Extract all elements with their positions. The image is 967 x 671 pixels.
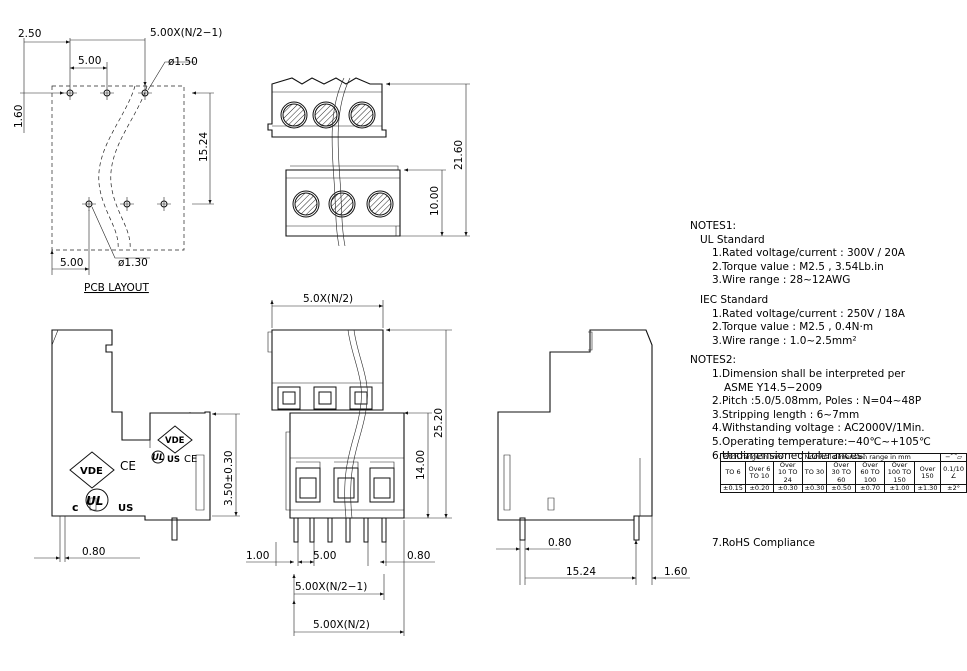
top-view-screw-row-2 — [292, 190, 394, 218]
right-view-dim-1-60: 1.60 — [664, 566, 687, 578]
notes2-item-3: 3.Stripping length : 6~7mm — [712, 408, 860, 421]
tol-nominal-value: ±0.50 — [826, 483, 857, 494]
tol-nominal-value: ±1.00 — [884, 483, 915, 494]
us-mark: US — [118, 503, 133, 514]
tol-symbol-header: −⌒▱ — [940, 452, 967, 463]
top-view-dim-21-60: 21.60 — [453, 140, 465, 170]
pcb-dim-5-00-bottom: 5.00 — [60, 257, 83, 269]
tol-flatness-value: 0.1/10 — [943, 464, 964, 473]
tol-pitch-range: Over 6 TO 10 — [744, 461, 774, 485]
front-view-dim-25-20: 25.20 — [433, 408, 445, 438]
tol-pitch-value: ±0.15 — [720, 483, 746, 494]
pcb-caption: PCB LAYOUT — [84, 282, 149, 294]
us-mark-small: US — [167, 455, 180, 465]
vde-mark-small: VDE — [157, 425, 193, 454]
pcb-dim-5-00-top: 5.00 — [78, 55, 101, 67]
top-view-dim-10-00: 10.00 — [429, 186, 441, 216]
top-view-screw-row-1 — [280, 101, 376, 129]
notes2-item-5: 5.Operating temperature:−40℃~+105℃ — [712, 435, 931, 448]
pcb-dim-pitch-n: 5.00X(N/2−1) — [150, 27, 222, 39]
right-view-dim-0-80: 0.80 — [548, 537, 571, 549]
tol-pitch-range: TO 6 — [720, 461, 746, 485]
ul-mark-small: UL — [151, 450, 165, 464]
ul-standard-title: UL Standard — [700, 233, 765, 246]
iec-note-2: 2.Torque value : M2.5 , 0.4N·m — [712, 321, 874, 334]
top-view: 21.60 10.00 — [267, 77, 470, 247]
tol-pitch-range: Over 10 TO 24 — [772, 461, 803, 485]
notes1-title: NOTES1: — [690, 220, 737, 232]
pcb-dim-1-60: 1.60 — [13, 105, 25, 128]
front-view-dim-14-00: 14.00 — [415, 450, 427, 480]
tol-nominal-range: Over 100 TO 150 — [884, 461, 915, 485]
pcb-dim-15-24: 15.24 — [198, 132, 210, 162]
notes-panel: NOTES1: UL Standard 1.Rated voltage/curr… — [690, 220, 965, 551]
tol-nominal-range: Over 60 TO 100 — [855, 461, 886, 485]
tol-nominal-range: Over 30 TO 60 — [826, 461, 857, 485]
tol-nominal-header: Nominal dimension range in mm — [801, 452, 942, 463]
pcb-hole-row-bottom — [82, 197, 171, 211]
pcb-outline — [51, 85, 185, 251]
ul-note-2: 2.Torque value : M2.5 , 3.54Lb.in — [712, 260, 884, 273]
tol-nominal-range: TO 30 — [801, 461, 828, 485]
notes2-item-7: 7.RoHS Compliance — [712, 537, 815, 550]
front-view: 5.0X(N/2) 25.20 14.00 1.00 5. — [246, 293, 452, 636]
front-view-dim-width: 5.0X(N/2) — [303, 293, 353, 305]
front-view-dim-1-00: 1.00 — [246, 550, 269, 562]
ul-note-3: 3.Wire range : 28~12AWG — [712, 274, 851, 287]
iec-note-3: 3.Wire range : 1.0~2.5mm² — [712, 334, 857, 347]
pcb-dim-2-50: 2.50 — [18, 28, 41, 40]
svg-text:UL: UL — [152, 453, 164, 463]
right-view-dim-15-24: 15.24 — [566, 566, 596, 578]
tol-flatness: 0.1/10 ∠ — [940, 461, 967, 485]
left-view-dim-0-80: 0.80 — [82, 546, 105, 558]
tol-nominal-range: Over 150 — [913, 461, 942, 485]
right-side-view: 0.80 15.24 1.60 — [496, 329, 690, 585]
front-view-lower-slots — [295, 461, 395, 503]
left-view-dim-3-50: 3.50±0.30 — [223, 450, 235, 506]
notes2-item-2: 2.Pitch :5.0/5.08mm, Poles : N=04~48P — [712, 395, 922, 408]
ce-mark-large: CE — [120, 459, 136, 473]
notes2-title: NOTES2: — [690, 354, 737, 367]
iec-note-1: 1.Rated voltage/current : 250V / 18A — [712, 307, 905, 320]
pcb-dim-hole-130: ø1.30 — [118, 257, 148, 269]
pcb-hole-row-top — [63, 86, 152, 100]
tolerance-table: Pitch range in mm Nominal dimension rang… — [720, 452, 967, 494]
c-mark: c — [72, 501, 79, 514]
svg-text:UL: UL — [86, 494, 103, 508]
ce-mark-small: CE — [184, 454, 197, 465]
notes2-item-4: 4.Withstanding voltage : AC2000V/1Min. — [712, 422, 925, 435]
svg-text:VDE: VDE — [80, 466, 103, 477]
left-side-view: 0.80 3.50±0.30 VDE CE c UL US VDE UL US … — [34, 329, 240, 562]
pcb-dim-hole-150: ø1.50 — [168, 56, 198, 68]
front-view-dim-0-80: 0.80 — [407, 550, 430, 562]
tol-nominal-value: ±0.30 — [801, 483, 828, 494]
tol-nominal-value: ±0.70 — [855, 483, 886, 494]
front-view-dim-pitch-bottom2: 5.00X(N/2) — [313, 619, 370, 631]
tol-nominal-value: ±1.30 — [913, 483, 942, 494]
vde-mark-large: VDE — [69, 451, 115, 489]
ul-mark-large: UL — [85, 488, 109, 512]
tol-pitch-value: ±0.30 — [772, 483, 803, 494]
front-view-dim-pitch-bottom1: 5.00X(N/2−1) — [295, 581, 367, 593]
notes2-item-1a: 1.Dimension shall be interpreted per — [712, 367, 906, 380]
front-view-pins — [293, 517, 387, 543]
pcb-layout: 2.50 5.00 5.00X(N/2−1) ø1.50 1.60 15.24 … — [13, 27, 222, 294]
tol-angle-value: ±2° — [940, 483, 967, 494]
ul-note-1: 1.Rated voltage/current : 300V / 20A — [712, 247, 905, 260]
tol-angle-symbol: ∠ — [950, 472, 957, 480]
notes2-item-1b: ASME Y14.5−2009 — [724, 381, 823, 394]
iec-standard-title: IEC Standard — [700, 293, 769, 306]
front-view-dim-5-00: 5.00 — [313, 550, 336, 562]
svg-text:VDE: VDE — [165, 436, 185, 446]
tol-pitch-value: ±0.20 — [744, 483, 774, 494]
